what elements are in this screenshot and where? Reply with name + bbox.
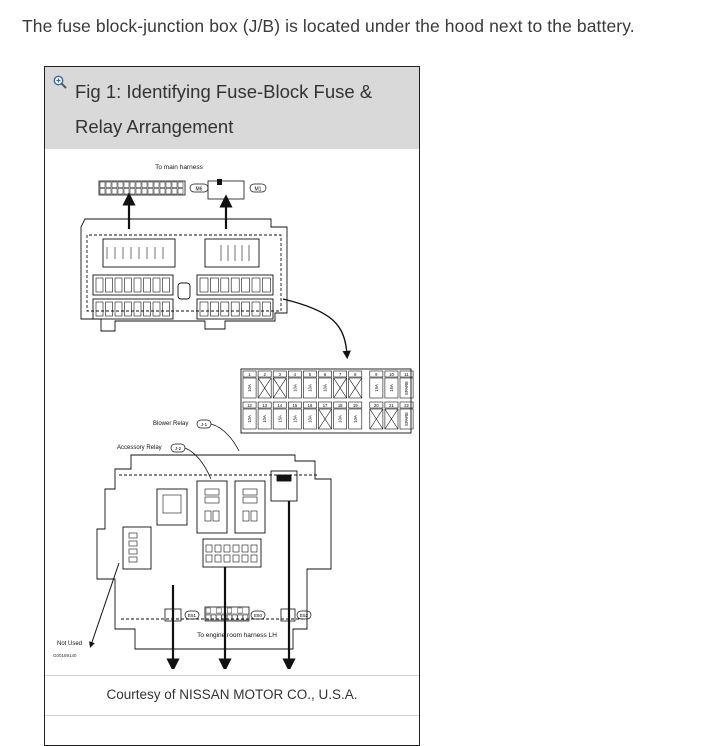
fuse-rating: SPARE: [404, 381, 409, 395]
lower-junction-box: [96, 454, 332, 650]
fuse-rating: 10A: [323, 384, 328, 392]
zoom-in-icon[interactable]: [53, 75, 67, 89]
fuse-rating: 15A: [389, 384, 394, 392]
accessory-relay-label: Accessory Relay: [117, 445, 162, 451]
fuse-number: 3: [279, 372, 282, 377]
credit-divider: [45, 675, 419, 676]
fuse-number: 2: [263, 372, 266, 377]
blower-relay-label: Blower Relay: [153, 421, 188, 427]
fuse-number: 13: [262, 403, 267, 408]
diagram-code: G00189140: [53, 653, 77, 658]
fuse-rating: 15A: [277, 415, 282, 423]
fuse-number: 22: [404, 403, 409, 408]
fuse-rating: 10A: [353, 415, 358, 423]
fuse-rating: 15A: [374, 384, 379, 392]
fuse-number: 11: [404, 372, 409, 377]
connector-e50-label: E50: [254, 613, 263, 618]
fuse-number: 6: [324, 372, 327, 377]
fuse-number: 8: [354, 372, 357, 377]
fuse-rating: 10A: [307, 384, 312, 392]
connector-m1: M1: [207, 179, 267, 200]
connector-e51-label: E51: [188, 613, 197, 618]
bottom-harness-label: To engine room harness LH: [197, 632, 277, 639]
connector-m6: M6: [98, 180, 209, 196]
figure-panel: Fig 1: Identifying Fuse-Block Fuse & Rel…: [44, 66, 420, 746]
fuse-number: 9: [375, 372, 378, 377]
connector-e52-label: E52: [300, 613, 309, 618]
top-harness-label: To main harness: [155, 164, 203, 171]
fuse-number: 1: [248, 372, 251, 377]
not-used-label: Not Used: [57, 641, 82, 647]
fuse-block-diagram[interactable]: To main harness M6 M1: [45, 149, 419, 669]
fuse-rating: 10A: [292, 384, 297, 392]
fuse-rating: 10A: [247, 415, 252, 423]
accessory-relay-id: J-2: [175, 446, 182, 451]
fuse-number: 15: [293, 403, 298, 408]
fuse-rating: 10A: [307, 415, 312, 423]
fuse-rating: 10A: [338, 415, 343, 423]
fuse-rating: 15A: [292, 415, 297, 423]
fuse-number: 16: [308, 403, 313, 408]
fuse-number: 7: [339, 372, 342, 377]
figure-credit: Courtesy of NISSAN MOTOR CO., U.S.A.: [106, 687, 358, 702]
credit-bottom-divider: [45, 715, 419, 716]
fuse-number: 20: [374, 403, 379, 408]
fuse-number: 18: [338, 403, 343, 408]
fuse-number: 14: [277, 403, 282, 408]
intro-text: The fuse block-junction box (J/B) is loc…: [22, 16, 635, 36]
fuse-number: 4: [294, 372, 297, 377]
fuse-rating: 10A: [262, 415, 267, 423]
fuse-rating: SPARE: [404, 412, 409, 426]
upper-junction-box: [80, 218, 288, 332]
fuse-number: 17: [323, 403, 328, 408]
fuse-number: 10: [389, 372, 394, 377]
fuse-number: 21: [389, 403, 394, 408]
fuse-number: 5: [309, 372, 312, 377]
connector-m1-label: M1: [255, 187, 262, 193]
fuse-rating: 10A: [247, 384, 252, 392]
connector-m6-label: M6: [196, 187, 203, 193]
fuse-number: 19: [353, 403, 358, 408]
figure-header: Fig 1: Identifying Fuse-Block Fuse & Rel…: [45, 67, 419, 149]
blower-relay-id: J-1: [201, 422, 208, 427]
bottom-connectors: E51 E50 E52 To engine room harness LH G0…: [53, 606, 312, 658]
figure-title: Fig 1: Identifying Fuse-Block Fuse & Rel…: [75, 81, 373, 137]
fuse-number: 12: [247, 403, 252, 408]
